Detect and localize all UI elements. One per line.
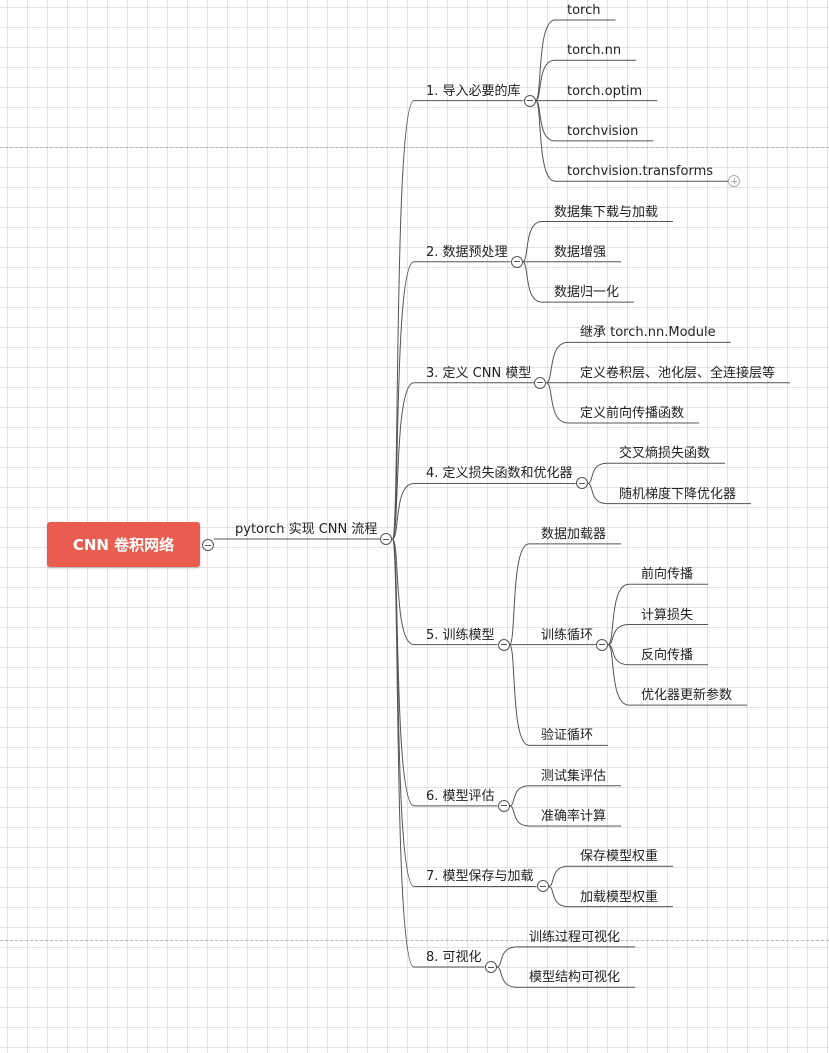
branch-connector [607, 624, 630, 646]
branch-connector [535, 100, 556, 182]
sub-detail-node[interactable]: 优化器更新参数 [641, 688, 733, 704]
branch-connector [391, 538, 415, 968]
detail-node[interactable]: 数据归一化 [554, 285, 620, 301]
branch-connector [391, 482, 415, 540]
detail-node[interactable]: 模型结构可视化 [529, 970, 621, 986]
step-node[interactable]: 7. 模型保存与加载 [426, 869, 534, 885]
step-node[interactable]: 8. 可视化 [426, 950, 482, 966]
sub-detail-node[interactable]: 计算损失 [641, 607, 694, 623]
collapse-toggle-icon[interactable] [497, 638, 510, 651]
root-node[interactable]: CNN 卷积网络 [47, 522, 200, 567]
branch-connector [496, 946, 518, 968]
branch-connector [607, 644, 630, 706]
branch-connector [546, 382, 569, 424]
main-topic-node[interactable]: pytorch 实现 CNN 流程 [235, 522, 378, 537]
detail-node[interactable]: 验证循环 [541, 728, 594, 744]
branch-connector [391, 538, 415, 646]
step-node[interactable]: 6. 模型评估 [426, 788, 495, 804]
detail-node[interactable]: 训练过程可视化 [529, 929, 621, 945]
detail-node[interactable]: torchvision [567, 123, 639, 139]
detail-node[interactable]: 定义前向传播函数 [580, 406, 685, 421]
detail-node[interactable]: 准确率计算 [541, 809, 607, 824]
detail-node[interactable]: 保存模型权重 [580, 849, 659, 865]
branch-connector [391, 261, 415, 540]
branch-connector [509, 543, 530, 646]
collapse-toggle-icon[interactable] [523, 94, 536, 107]
branch-connector [391, 382, 415, 540]
page-break-line [0, 940, 829, 941]
branch-connector [535, 59, 556, 102]
collapse-toggle-icon[interactable] [497, 799, 510, 812]
detail-node[interactable]: 交叉熵损失函数 [619, 446, 711, 462]
branch-connector [546, 341, 569, 384]
sub-detail-node[interactable]: 反向传播 [641, 647, 694, 663]
detail-node[interactable]: torchvision.transforms [567, 164, 714, 180]
step-node[interactable]: 2. 数据预处理 [426, 244, 508, 260]
collapse-toggle-icon[interactable] [484, 961, 497, 974]
branch-connector [509, 644, 530, 746]
detail-node[interactable]: 测试集评估 [541, 768, 607, 784]
detail-node[interactable]: torch [567, 3, 601, 18]
branch-connector [522, 261, 543, 303]
branch-connector [391, 100, 415, 540]
branch-connector [587, 462, 608, 484]
collapse-toggle-icon[interactable] [202, 539, 214, 551]
collapse-toggle-icon[interactable] [534, 376, 547, 389]
collapse-toggle-icon[interactable] [536, 880, 549, 893]
branch-connector [496, 966, 518, 988]
branch-connector [522, 221, 543, 263]
collapse-toggle-icon[interactable] [510, 255, 523, 268]
branch-connector [587, 482, 608, 505]
branch-connector [509, 785, 530, 807]
step-node[interactable]: 5. 训练模型 [426, 627, 495, 643]
detail-node[interactable]: 数据集下载与加载 [554, 204, 659, 220]
branch-connector [509, 805, 530, 827]
branch-connector [607, 583, 630, 646]
sub-detail-node[interactable]: 前向传播 [641, 567, 694, 583]
detail-node[interactable]: 继承 torch.nn.Module [580, 325, 716, 341]
detail-node[interactable]: 数据增强 [554, 244, 607, 260]
page-break-line [0, 147, 829, 148]
step-node[interactable]: 1. 导入必要的库 [426, 83, 521, 99]
expand-toggle-icon[interactable] [728, 175, 741, 188]
collapse-toggle-icon[interactable] [380, 533, 393, 545]
detail-node[interactable]: 随机梯度下降优化器 [619, 486, 737, 502]
step-node[interactable]: 4. 定义损失函数和优化器 [426, 466, 573, 482]
detail-node[interactable]: 定义卷积层、池化层、全连接层等 [580, 365, 776, 381]
branch-connector [548, 885, 569, 908]
detail-node[interactable]: 加载模型权重 [580, 889, 659, 905]
detail-node[interactable]: torch.optim [567, 83, 643, 99]
collapse-toggle-icon[interactable] [596, 638, 609, 651]
collapse-toggle-icon[interactable] [575, 477, 588, 490]
detail-node[interactable]: torch.nn [567, 43, 622, 59]
detail-node[interactable]: 训练循环 [541, 627, 594, 643]
detail-node[interactable]: 数据加载器 [541, 526, 607, 542]
step-node[interactable]: 3. 定义 CNN 模型 [426, 365, 532, 381]
branch-connector [548, 865, 569, 887]
